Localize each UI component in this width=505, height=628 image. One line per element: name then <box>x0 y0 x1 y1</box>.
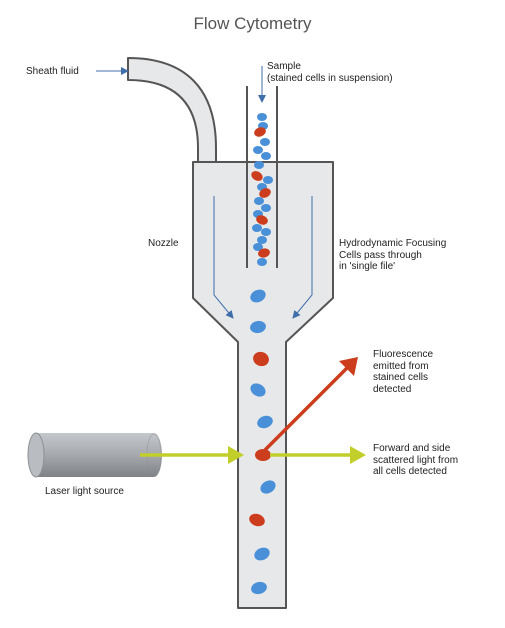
sheath-fluid-tube <box>127 57 217 164</box>
nozzle-body <box>192 161 334 609</box>
sample-tube <box>246 86 278 268</box>
sample-cells <box>251 113 273 266</box>
single-file-cells <box>249 289 276 595</box>
cell-blue <box>250 289 266 303</box>
cell-red <box>258 248 270 258</box>
cell-blue <box>250 383 266 397</box>
cell-blue <box>253 243 263 251</box>
sheath-fluid-label: Sheath fluid <box>26 66 79 77</box>
cell-blue <box>257 258 267 266</box>
cell-blue <box>254 197 264 205</box>
cell-red <box>251 171 263 181</box>
cell-blue <box>257 113 267 121</box>
scattered-light-arrow <box>270 446 366 464</box>
scatter-label-line3: all cells detected <box>373 466 447 477</box>
laser-label: Laser light source <box>45 486 124 497</box>
cell-blue <box>260 138 270 146</box>
sheath-flow-arrows <box>213 196 313 319</box>
laser-beam <box>140 446 244 464</box>
hydrodynamic-focusing-label: Hydrodynamic Focusing Cells pass through… <box>339 238 446 273</box>
sample-label-line2: (stained cells in suspension) <box>267 72 393 84</box>
sample-label-line1: Sample <box>267 61 301 72</box>
cell-blue <box>251 581 267 595</box>
cell-blue <box>250 320 266 334</box>
cell-blue <box>253 146 263 154</box>
cell-blue <box>261 152 271 160</box>
scattered-light-label: Forward and side scattered light from al… <box>373 443 458 478</box>
fluor-label-line4: detected <box>373 383 412 395</box>
cell-blue <box>263 176 273 184</box>
scatter-label-line1: Forward and side <box>373 443 451 454</box>
fluor-label-line2: emitted from <box>373 360 429 372</box>
nozzle-label: Nozzle <box>148 238 179 249</box>
cell-blue <box>260 480 276 494</box>
cell-blue <box>254 547 270 561</box>
hydro-label-line2: Cells pass through <box>339 249 422 261</box>
hydro-label-line3: in 'single file' <box>339 261 396 272</box>
fluor-label-line1: Fluorescence <box>373 349 434 360</box>
fluor-label-line3: stained cells <box>373 372 429 383</box>
fluorescence-arrow <box>263 357 358 452</box>
cell-blue <box>261 228 271 236</box>
cell-blue <box>261 204 271 212</box>
hydro-label-line1: Hydrodynamic Focusing <box>339 238 447 249</box>
cell-red <box>254 127 266 137</box>
cell-red <box>256 215 268 225</box>
cell-red <box>259 188 271 198</box>
cell-red-detected <box>255 449 271 461</box>
page-title: Flow Cytometry <box>193 14 312 33</box>
cell-red <box>249 513 265 527</box>
sample-label: Sample (stained cells in suspension) <box>267 61 393 84</box>
cell-red <box>253 351 269 367</box>
cell-blue <box>252 224 262 232</box>
cell-blue <box>254 161 264 169</box>
cell-blue <box>257 236 267 244</box>
fluorescence-label: Fluorescence emitted from stained cells … <box>373 349 433 395</box>
cell-blue <box>257 415 273 429</box>
scatter-label-line2: scattered light from <box>373 454 459 466</box>
